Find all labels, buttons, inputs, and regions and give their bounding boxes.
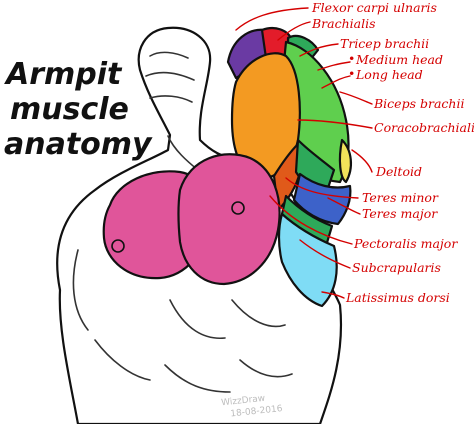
signature-name: WizzDraw bbox=[221, 394, 266, 409]
deltoid-yellow-muscle bbox=[338, 138, 352, 184]
artist-signature: WizzDraw 18-08-2016 bbox=[221, 394, 284, 420]
label-medium-head: Medium head bbox=[355, 52, 443, 67]
diagram-title: Armpit muscle anatomy bbox=[4, 57, 153, 162]
nipple-left bbox=[111, 239, 125, 253]
label-latissimus-dorsi: Latissimus dorsi bbox=[345, 290, 450, 305]
label-subcrapularis: Subcrapularis bbox=[352, 260, 441, 275]
label-coracobrachialis: Coracobrachialis bbox=[374, 120, 474, 135]
title-line-3: anatomy bbox=[4, 127, 153, 162]
label-flexor-carpi-ulnaris: Flexor carpi ulnaris bbox=[311, 0, 437, 15]
label-teres-major: Teres major bbox=[362, 206, 438, 221]
label-biceps-brachii: Biceps brachii bbox=[373, 96, 464, 111]
muscle-labels: Flexor carpi ulnaris Brachialis Tricep b… bbox=[311, 0, 474, 305]
pectoralis-group bbox=[102, 153, 281, 286]
label-long-head: Long head bbox=[355, 67, 423, 82]
arm-muscles bbox=[230, 40, 352, 308]
label-teres-minor: Teres minor bbox=[362, 190, 439, 205]
label-tricep-brachii: Tricep brachii bbox=[340, 36, 429, 51]
pectoralis-major-muscle bbox=[177, 153, 281, 286]
label-medium-head-bullet: • bbox=[348, 51, 355, 66]
label-pectoralis-major: Pectoralis major bbox=[353, 236, 458, 251]
latissimus-dorsi-muscle bbox=[277, 212, 338, 308]
title-line-2: muscle bbox=[10, 92, 129, 127]
label-deltoid: Deltoid bbox=[375, 164, 422, 179]
label-brachialis: Brachialis bbox=[311, 16, 376, 31]
nipple-right bbox=[231, 201, 245, 215]
label-long-head-bullet: • bbox=[348, 66, 355, 81]
leader-lines bbox=[235, 7, 373, 299]
title-line-1: Armpit bbox=[4, 57, 123, 92]
